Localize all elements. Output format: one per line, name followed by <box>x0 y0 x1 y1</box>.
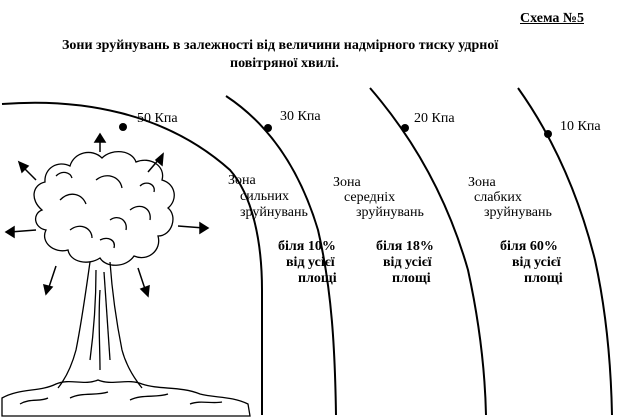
blast-arrow-upleft-head <box>17 160 30 174</box>
zone-weak-type: слабких <box>474 190 522 205</box>
diagram-title-line-1: Зони зруйнувань в залежності від величин… <box>62 38 499 53</box>
pressure-label-10kpa: 10 Кпа <box>560 119 601 134</box>
zone-strong-type: сильних <box>240 189 290 204</box>
zone-strong-percent: біля 10% <box>278 239 336 254</box>
zone-strong-percent-of: від усієї <box>286 255 335 270</box>
zone-medium-word: Зона <box>333 175 361 190</box>
boundary-arc-50kpa <box>1 101 263 415</box>
blast-arrow-right-head <box>199 221 210 235</box>
scheme-number-label: Схема №5 <box>520 11 584 26</box>
zone-medium-type: середніх <box>344 190 396 205</box>
zone-strong-percent-area: площі <box>298 271 337 286</box>
blast-arrow-up-head <box>93 132 107 143</box>
blast-direction-arrows <box>4 132 210 298</box>
zone-weak-percent-of: від усієї <box>512 255 561 270</box>
pressure-label-30kpa: 30 Кпа <box>280 109 321 124</box>
boundary-arc-20kpa <box>369 87 487 416</box>
zone-weak-percent: біля 60% <box>500 239 558 254</box>
zone-weak-percent-area: площі <box>524 271 563 286</box>
point-marker-10kpa <box>544 130 552 138</box>
pressure-label-20kpa: 20 Кпа <box>414 111 455 126</box>
zone-weak-word: Зона <box>468 175 496 190</box>
zone-medium-percent-area: площі <box>392 271 431 286</box>
blast-arrow-left-head <box>4 225 15 239</box>
blast-arrow-upright-head <box>154 152 164 167</box>
zone-strong-word: Зона <box>228 173 256 188</box>
zone-weak-action: зруйнувань <box>484 205 552 220</box>
zone-strong-action: зруйнувань <box>240 205 308 220</box>
point-marker-50kpa <box>119 123 127 131</box>
boundary-arc-30kpa <box>225 95 337 416</box>
pressure-label-50kpa: 50 Кпа <box>137 111 178 126</box>
zone-medium-percent: біля 18% <box>376 239 434 254</box>
zone-medium-action: зруйнувань <box>356 205 424 220</box>
zone-medium-percent-of: від усієї <box>383 255 432 270</box>
nuclear-explosion-illustration <box>1 151 251 417</box>
point-marker-30kpa <box>264 124 272 132</box>
diagram-title-line-2: повітряної хвилі. <box>230 56 339 71</box>
blast-arrow-downleft-head <box>43 283 54 296</box>
point-marker-20kpa <box>401 124 409 132</box>
blast-arrow-downright-head <box>139 284 150 298</box>
